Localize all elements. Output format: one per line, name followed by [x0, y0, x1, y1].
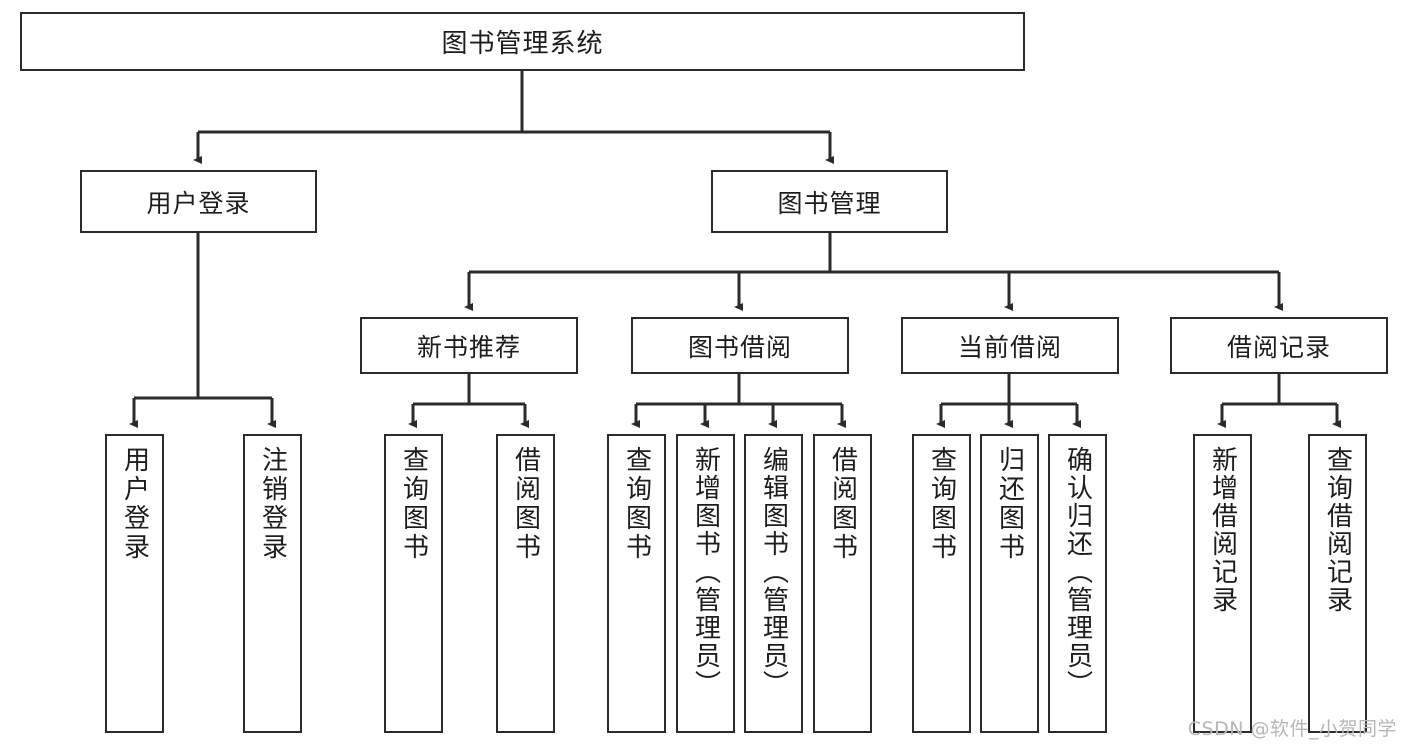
node-book-borrow[interactable]: 图书借阅	[631, 317, 849, 374]
node-book-management[interactable]: 图书管理	[711, 170, 948, 233]
leaf-user-login-login[interactable]: 用户登录	[105, 434, 164, 733]
leaf-current-borrow-return-book[interactable]: 归还图书	[980, 434, 1039, 733]
leaf-label: 借阅图书	[827, 446, 858, 562]
node-current-borrow[interactable]: 当前借阅	[901, 317, 1119, 374]
leaf-book-borrow-query-book[interactable]: 查询图书	[607, 434, 666, 733]
leaf-borrow-record-query-record[interactable]: 查询借阅记录	[1308, 434, 1367, 733]
node-new-book-recommend-label: 新书推荐	[416, 332, 521, 362]
leaf-book-borrow-add-book-admin[interactable]: 新增图书（管理员）	[676, 434, 735, 733]
leaf-label: 查询图书	[621, 446, 652, 562]
leaf-label: 编辑图书（管理员）	[758, 446, 789, 698]
leaf-label: 借阅图书	[510, 446, 541, 562]
leaf-label: 查询借阅记录	[1322, 446, 1353, 614]
node-root-label: 图书管理系统	[441, 29, 604, 59]
leaf-book-borrow-edit-book-admin[interactable]: 编辑图书（管理员）	[744, 434, 803, 733]
watermark-text: CSDN @软件_小贺同学	[1187, 718, 1397, 740]
node-new-book-recommend[interactable]: 新书推荐	[360, 317, 578, 374]
leaf-new-book-borrow-book[interactable]: 借阅图书	[496, 434, 555, 733]
leaf-label: 新增图书（管理员）	[690, 446, 721, 698]
leaf-label: 查询图书	[398, 446, 429, 562]
node-user-login-label: 用户登录	[146, 188, 251, 218]
leaf-label: 确认归还（管理员）	[1062, 446, 1093, 698]
node-borrow-record[interactable]: 借阅记录	[1170, 317, 1388, 374]
leaf-current-borrow-query-book[interactable]: 查询图书	[912, 434, 971, 733]
node-book-management-label: 图书管理	[777, 188, 882, 218]
leaf-label: 新增借阅记录	[1207, 446, 1238, 614]
node-root-system[interactable]: 图书管理系统	[20, 12, 1025, 71]
leaf-label: 归还图书	[994, 446, 1025, 562]
leaf-label: 用户登录	[119, 446, 150, 562]
leaf-book-borrow-borrow-book[interactable]: 借阅图书	[813, 434, 872, 733]
leaf-user-login-logout[interactable]: 注销登录	[243, 434, 302, 733]
node-current-borrow-label: 当前借阅	[957, 332, 1062, 362]
leaf-current-borrow-confirm-return-admin[interactable]: 确认归还（管理员）	[1048, 434, 1107, 733]
leaf-borrow-record-add-record[interactable]: 新增借阅记录	[1193, 434, 1252, 733]
node-borrow-record-label: 借阅记录	[1226, 332, 1331, 362]
node-user-login[interactable]: 用户登录	[80, 170, 317, 233]
node-book-borrow-label: 图书借阅	[687, 332, 792, 362]
leaf-new-book-query-book[interactable]: 查询图书	[384, 434, 443, 733]
leaf-label: 注销登录	[257, 446, 288, 562]
leaf-label: 查询图书	[926, 446, 957, 562]
